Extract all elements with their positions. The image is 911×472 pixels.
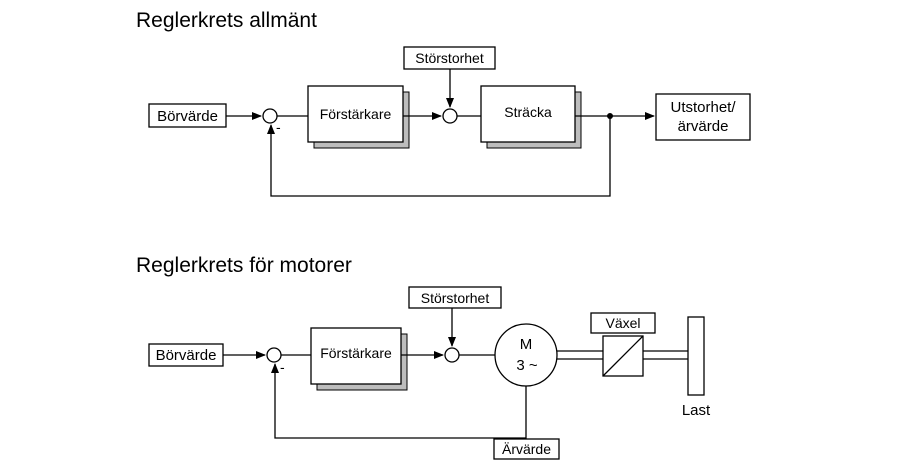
general-disturbance-junction xyxy=(442,108,458,124)
general-summing-junction xyxy=(262,108,278,124)
motor-minus-sign: - xyxy=(280,359,285,375)
motor-feedback-label: Ärvärde xyxy=(502,441,551,457)
general-feedback-path xyxy=(267,116,611,197)
motor-amplifier-label: Förstärkare xyxy=(320,345,392,361)
general-disturbance-label: Störstorhet xyxy=(415,50,484,66)
motor-summing-junction xyxy=(266,347,282,363)
motor-diagram-title: Reglerkrets för motorer xyxy=(136,254,352,277)
motor-symbol: M 3 ~ xyxy=(494,323,558,387)
general-minus-sign: - xyxy=(276,119,281,135)
general-diagram-title: Reglerkrets allmänt xyxy=(136,9,317,32)
motor-label-line1: M xyxy=(520,336,533,353)
general-setpoint-label: Börvärde xyxy=(157,108,218,125)
motor-shaft xyxy=(557,350,603,360)
general-amplifier-block: Förstärkare xyxy=(307,85,410,149)
load-label: Last xyxy=(682,402,711,419)
load-symbol xyxy=(687,316,705,396)
general-disturbance-block: Störstorhet xyxy=(403,46,496,70)
general-diagram: Börvärde - Förstärkare Störstorhet Sträc… xyxy=(148,46,751,197)
general-setpoint-block: Börvärde xyxy=(148,103,227,128)
general-output-label-line2: ärvärde xyxy=(678,118,729,135)
general-process-label: Sträcka xyxy=(504,104,552,120)
motor-disturbance-block: Störstorhet xyxy=(408,286,502,309)
gearbox-label-block: Växel xyxy=(590,312,656,334)
motor-setpoint-label: Börvärde xyxy=(156,347,217,364)
motor-disturbance-junction xyxy=(444,347,460,363)
general-amplifier-label: Förstärkare xyxy=(320,106,392,122)
load-shaft xyxy=(643,350,688,360)
motor-diagram: Börvärde - Förstärkare Störstorhet M 3 ~ xyxy=(148,286,711,460)
general-output-block: Utstorhet/ ärvärde xyxy=(655,93,751,141)
motor-feedback-path xyxy=(271,363,527,439)
gearbox-symbol xyxy=(602,335,644,377)
motor-label-line2: 3 ~ xyxy=(516,357,538,374)
motor-amplifier-block: Förstärkare xyxy=(310,327,408,391)
gearbox-label: Växel xyxy=(605,315,640,331)
motor-setpoint-block: Börvärde xyxy=(148,343,224,367)
motor-feedback-block: Ärvärde xyxy=(493,438,560,460)
general-process-block: Sträcka xyxy=(480,85,582,149)
motor-disturbance-label: Störstorhet xyxy=(421,290,490,306)
general-output-label-line1: Utstorhet/ xyxy=(670,99,736,116)
